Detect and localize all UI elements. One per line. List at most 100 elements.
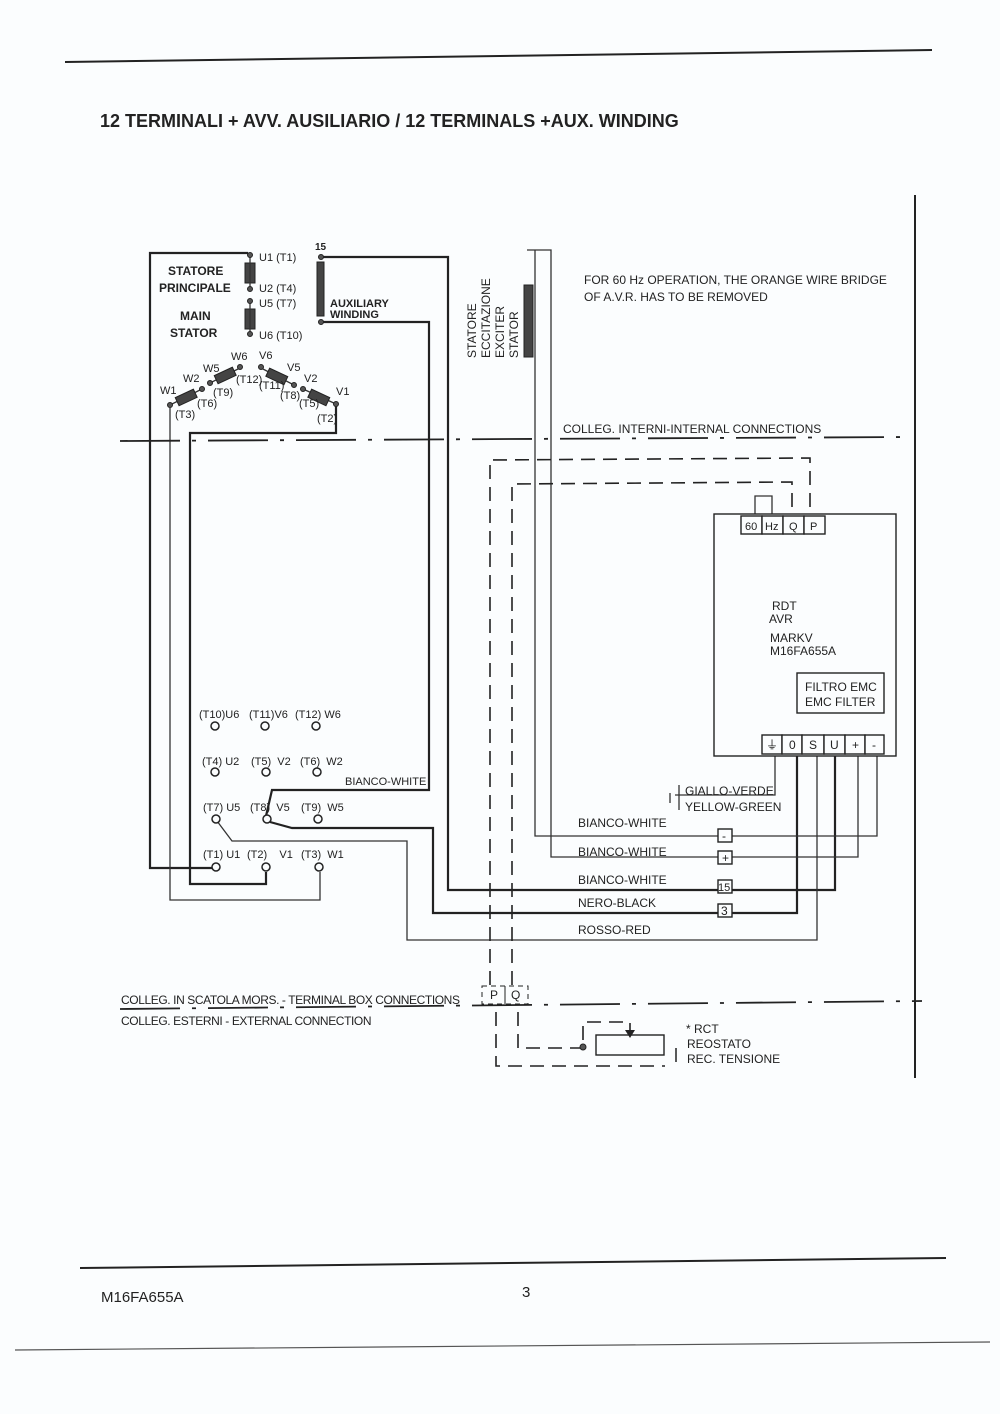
svg-text:STATOR: STATOR: [507, 311, 521, 358]
emc-filter-label: EMC FILTER: [805, 695, 876, 709]
wire-label: ROSSO-RED: [578, 923, 651, 937]
page-number: 3: [522, 1284, 530, 1301]
terminal-label: (T9): [213, 387, 233, 399]
terminal-label: (T3): [175, 409, 195, 421]
footer-model: M16FA655A: [101, 1289, 184, 1306]
svg-text:+: +: [852, 738, 859, 752]
wire-label: BIANCO-WHITE: [578, 873, 667, 887]
svg-text:EXCITER: EXCITER: [493, 306, 507, 358]
svg-text:(T10)U6: (T10)U6: [199, 709, 239, 721]
aux-winding-label: WINDING: [330, 309, 379, 321]
svg-text:(T9) W5: (T9) W5: [301, 802, 344, 814]
rct-label: * RCT: [686, 1022, 719, 1036]
svg-text:Hz: Hz: [765, 521, 778, 533]
svg-text:(T4) U2: (T4) U2: [202, 756, 239, 768]
external-connection-label: COLLEG. ESTERNI - EXTERNAL CONNECTION: [121, 1014, 371, 1028]
svg-text:Q: Q: [511, 988, 520, 1002]
terminal-label: W1: [160, 385, 177, 397]
terminal-label: W6: [231, 351, 248, 363]
wire-label: NERO-BLACK: [578, 896, 656, 910]
aux-winding-label: AUXILIARY: [330, 298, 390, 310]
terminal-label: V5: [287, 362, 300, 374]
svg-text:(T7) U5: (T7) U5: [203, 802, 240, 814]
avr-model: MARKV: [770, 631, 813, 645]
avr-bottom-terminals: ⏚ 0 S U + -: [761, 734, 885, 755]
svg-text:(T12) W6: (T12) W6: [295, 709, 341, 721]
svg-text:(T8) V5: (T8) V5: [250, 802, 290, 814]
main-stator-label: PRINCIPALE: [159, 281, 231, 295]
wire-label: GIALLO-VERDE: [685, 784, 774, 798]
pq-terminals: P Q: [481, 985, 529, 1005]
terminal-label: U2 (T4): [259, 283, 296, 295]
aux-terminal-label: 15: [315, 242, 327, 253]
svg-text:(T2) V1: (T2) V1: [247, 849, 293, 861]
wire-terminal-markers: - + 15 3: [717, 828, 733, 918]
emc-filter-label: FILTRO EMC: [805, 680, 877, 694]
note-text: OF A.V.R. HAS TO BE REMOVED: [584, 290, 768, 304]
terminal-label: V1: [336, 386, 349, 398]
terminal-label: (T6): [197, 398, 217, 410]
avr-top-terminals: 60 Hz Q P: [740, 515, 826, 535]
bottom-rule: [79, 1257, 947, 1269]
avr-model: M16FA655A: [770, 644, 836, 658]
avr-label: AVR: [769, 612, 793, 626]
svg-text:60: 60: [745, 521, 757, 533]
main-stator-label: STATOR: [170, 326, 218, 340]
terminal-board: (T10)U6 (T11)V6 (T12) W6 (T4) U2 (T5) V2…: [199, 709, 344, 872]
top-rule: [64, 49, 933, 63]
svg-text:P: P: [490, 988, 498, 1002]
wire-label: BIANCO-WHITE: [578, 816, 667, 830]
terminal-label: W2: [183, 373, 200, 385]
emc-filter-box: [796, 672, 885, 714]
wire-label: BIANCO-WHITE: [345, 776, 426, 788]
aux-winding-coil: [316, 261, 325, 317]
exciter-label: STATORE ECCITAZIONE EXCITER STATOR: [465, 278, 521, 358]
internal-connections-label: COLLEG. INTERNI-INTERNAL CONNECTIONS: [563, 422, 821, 436]
svg-text:Q: Q: [789, 521, 798, 533]
main-stator-label: STATORE: [168, 264, 223, 278]
terminal-label: W5: [203, 363, 220, 375]
svg-text:(T3) W1: (T3) W1: [301, 849, 344, 861]
terminal-label: (T5): [299, 398, 319, 410]
terminal-label: (T8): [280, 390, 300, 402]
rheostat: [579, 1030, 677, 1062]
terminal-label: U1 (T1): [259, 252, 296, 264]
note-text: FOR 60 Hz OPERATION, THE ORANGE WIRE BRI…: [584, 273, 887, 287]
internal-connections-boundary: [119, 436, 911, 442]
aux-terminal: [318, 319, 324, 325]
main-stator-label: MAIN: [180, 309, 211, 323]
page-edge: [14, 1341, 991, 1351]
exciter-coil: [523, 284, 534, 358]
terminal-label: (T12): [236, 374, 262, 386]
wiring: [148, 249, 878, 941]
svg-text:-: -: [722, 829, 726, 843]
svg-text:(T5) V2: (T5) V2: [251, 756, 291, 768]
terminal-label: V2: [304, 373, 317, 385]
terminal-box-label: COLLEG. IN SCATOLA MORS. - TERMINAL BOX …: [121, 993, 460, 1007]
terminal-label: (T11): [259, 380, 284, 392]
svg-text:(T1) U1: (T1) U1: [203, 849, 240, 861]
terminal-label: U5 (T7): [259, 298, 296, 310]
terminal-label: (T2): [317, 413, 337, 425]
svg-text:3: 3: [721, 904, 728, 918]
svg-text:0: 0: [789, 738, 796, 752]
svg-text:S: S: [809, 738, 817, 752]
svg-text:ECCITAZIONE: ECCITAZIONE: [479, 278, 493, 358]
svg-text:P: P: [810, 521, 817, 533]
svg-text:-: -: [872, 738, 876, 752]
terminal-box-boundary: [119, 1000, 923, 1010]
svg-text:(T11)V6: (T11)V6: [249, 709, 288, 721]
avr-box: [713, 513, 897, 757]
svg-text:+: +: [722, 851, 729, 865]
rct-label: REOSTATO: [687, 1037, 751, 1051]
svg-text:(T6) W2: (T6) W2: [300, 756, 343, 768]
terminal-label: U6 (T10): [259, 330, 302, 342]
wire-label: YELLOW-GREEN: [685, 800, 781, 814]
aux-terminal: [318, 254, 324, 260]
svg-text:15: 15: [718, 882, 730, 894]
stator-coils-u: [244, 252, 256, 337]
page-title: 12 TERMINALI + AVV. AUSILIARIO / 12 TERM…: [100, 111, 679, 131]
avr-label: RDT: [772, 599, 797, 613]
svg-text:STATORE: STATORE: [465, 303, 479, 358]
